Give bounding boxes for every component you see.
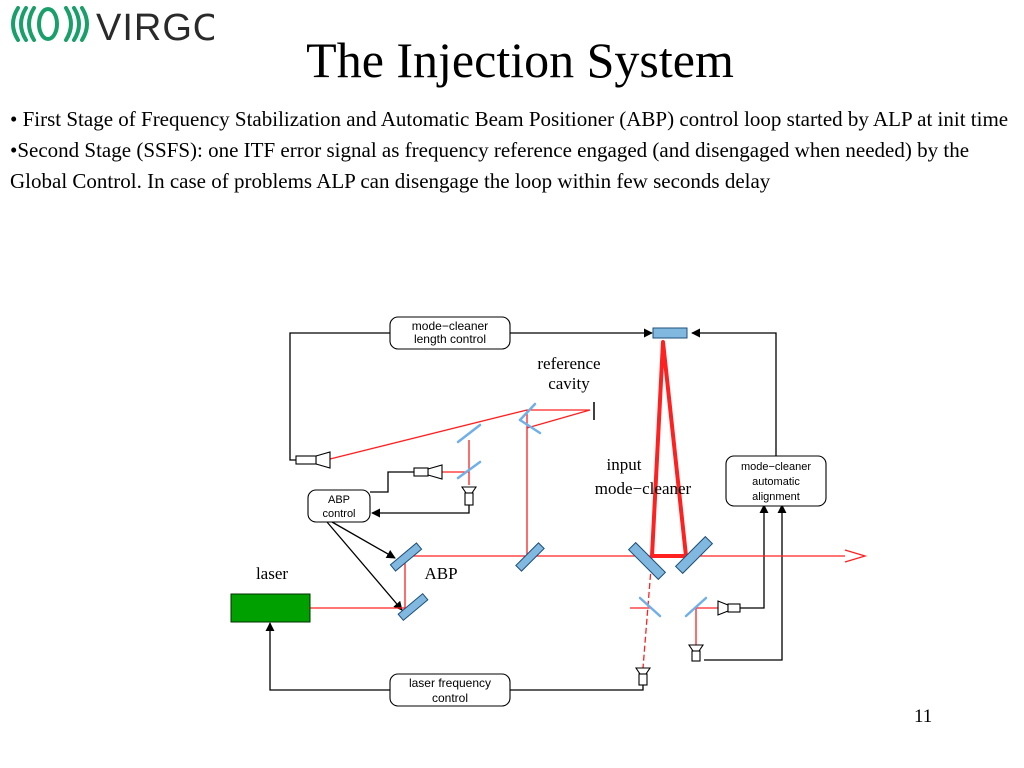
beam-splitter-mirror — [515, 542, 545, 572]
beam-paths — [310, 409, 845, 669]
injection-system-diagram: mode−cleaner length control reference ca… — [230, 316, 868, 707]
mc-length-photodetector — [295, 451, 331, 469]
control-boxes — [307, 316, 827, 707]
abp-mirror-upper — [389, 542, 423, 572]
frequency-photodetector — [634, 667, 652, 686]
mc-length-label-1: mode−cleaner — [412, 319, 488, 333]
virgo-logo: VIRGO — [11, 6, 214, 46]
abp-label: ABP — [424, 564, 457, 583]
abp-control-label-2: control — [322, 508, 355, 520]
bullet-item-1: • First Stage of Frequency Stabilization… — [10, 107, 1009, 131]
alignment-photodetector-bottom — [687, 644, 705, 662]
laser-frequency-control-box — [389, 673, 511, 707]
diagram-labels: mode−cleaner length control reference ca… — [256, 319, 811, 705]
mc-input-mirror-right — [674, 535, 714, 575]
page-number: 11 — [914, 706, 933, 727]
abp-control-box — [307, 489, 371, 523]
mc-length-label-2: length control — [414, 332, 486, 346]
mc-end-mirror — [652, 327, 688, 339]
input-mc-label-2: mode−cleaner — [595, 479, 692, 498]
laser-label: laser — [256, 564, 288, 583]
bullet-list: • First Stage of Frequency Stabilization… — [10, 104, 1010, 197]
output-beam-arrow — [844, 549, 868, 563]
pickoff-splitters — [456, 402, 708, 618]
input-mc-label-1: input — [607, 455, 642, 474]
mc-input-mirror-left — [627, 541, 667, 581]
abp-photodetector-bottom — [460, 486, 478, 506]
abp-mirror-lower — [397, 592, 429, 622]
alignment-photodetector-right — [717, 600, 741, 616]
signal-lines — [265, 328, 787, 691]
svg-text:VIRGO: VIRGO — [96, 7, 214, 46]
mode-cleaner-beam-triangle — [650, 340, 688, 558]
mc-alignment-label-2: automatic — [752, 476, 800, 488]
bullet-item-2: •Second Stage (SSFS): one ITF error sign… — [10, 138, 970, 193]
mc-alignment-box — [725, 455, 827, 507]
laser-frequency-label-2: control — [432, 691, 468, 705]
laser-frequency-label-1: laser frequency — [409, 676, 491, 690]
slide-title: The Injection System — [306, 32, 734, 88]
laser-box — [230, 593, 311, 623]
mirrors — [389, 327, 714, 622]
photodetectors — [295, 451, 741, 686]
abp-photodetector-left — [413, 464, 443, 480]
reference-cavity-label-2: cavity — [548, 374, 590, 393]
abp-control-label-1: ABP — [328, 494, 350, 506]
mc-alignment-label-1: mode−cleaner — [741, 461, 811, 473]
mc-alignment-label-3: alignment — [752, 491, 800, 503]
mc-length-control-box — [389, 316, 511, 350]
reference-cavity-label-1: reference — [537, 354, 600, 373]
